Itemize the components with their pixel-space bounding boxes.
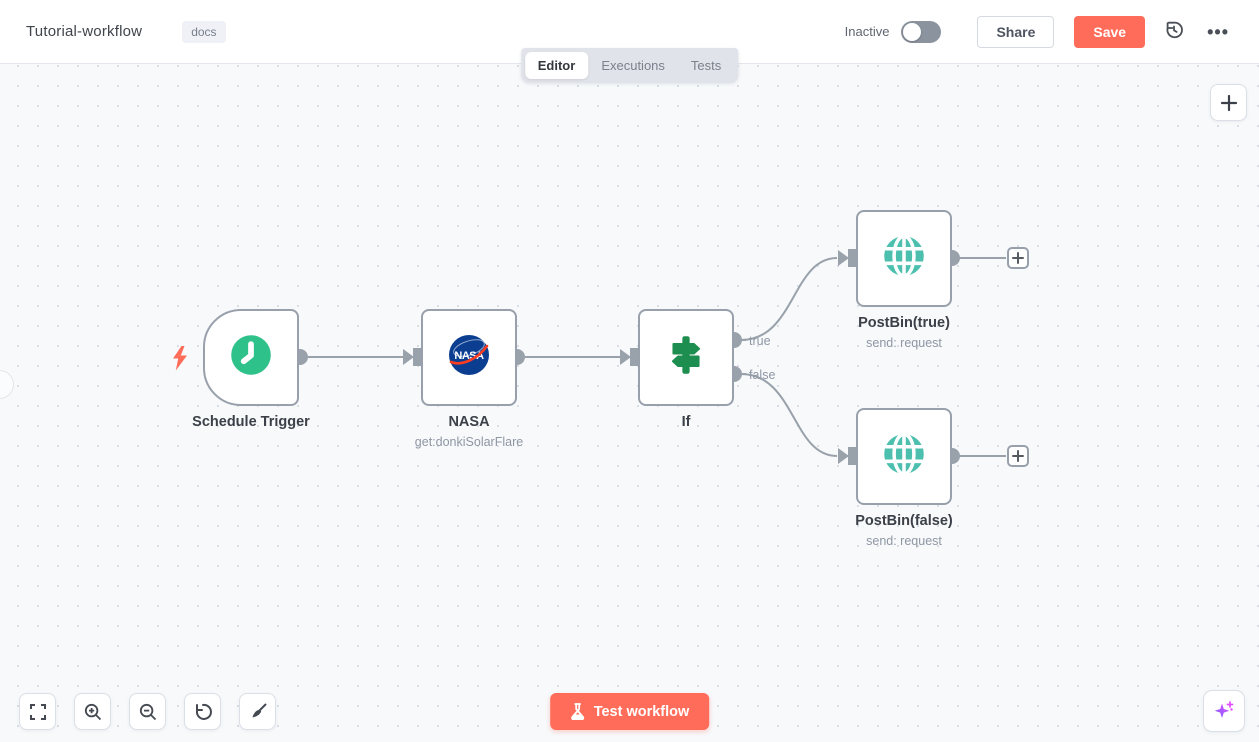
flask-icon: [570, 703, 584, 720]
node-label: Schedule Trigger: [192, 414, 310, 430]
node-if[interactable]: If: [638, 309, 734, 430]
node-subtitle: send: request: [866, 534, 942, 548]
branch-label-false: false: [749, 368, 775, 382]
branch-label-true: true: [749, 334, 771, 348]
globe-icon: [879, 231, 929, 286]
side-panel-toggle[interactable]: [0, 370, 14, 399]
reset-zoom-icon: [195, 703, 212, 720]
input-port-postbinfalse-slab: [848, 447, 856, 465]
input-port-nasa-slab: [413, 348, 421, 366]
save-button[interactable]: Save: [1074, 15, 1146, 48]
tab-executions[interactable]: Executions: [601, 58, 665, 73]
tab-tests[interactable]: Tests: [690, 58, 722, 73]
input-port-postbinfalse: [838, 448, 849, 464]
input-port-postbintrue-slab: [848, 249, 856, 267]
toggle-knob: [903, 22, 922, 41]
activation-toggle[interactable]: [901, 20, 942, 43]
sparkle-icon: [1214, 701, 1234, 718]
workflow-history-button[interactable]: [1159, 15, 1189, 48]
zoom-in-icon: [84, 703, 101, 720]
node-subtitle: get:donkiSolarFlare: [414, 435, 524, 449]
workflow-tag-docs[interactable]: docs: [182, 20, 226, 43]
nasa-logo-icon: NASA: [447, 333, 491, 382]
zoom-to-fit-button[interactable]: [19, 693, 56, 730]
history-icon: [1163, 19, 1185, 44]
more-options-button[interactable]: •••: [1203, 23, 1233, 41]
trigger-bolt-icon: [171, 345, 189, 377]
tidy-up-icon: [252, 703, 266, 717]
ai-assistant-button[interactable]: [1203, 690, 1245, 732]
node-label: PostBin(true): [858, 315, 950, 331]
node-postbin-false[interactable]: PostBin(false) send: request: [855, 408, 953, 548]
node-label: NASA: [448, 414, 490, 430]
test-workflow-button[interactable]: Test workflow: [549, 693, 710, 730]
node-nasa[interactable]: NASA NASA get:donkiSolarFlare: [415, 309, 523, 449]
canvas-toolbar: [19, 693, 276, 730]
node-label: If: [681, 414, 691, 430]
signpost-icon: [661, 330, 711, 385]
tab-editor[interactable]: Editor: [524, 52, 589, 79]
node-schedule-trigger[interactable]: Schedule Trigger: [192, 309, 310, 430]
activation-status-label: Inactive: [844, 24, 890, 39]
zoom-in-button[interactable]: [74, 693, 111, 730]
tidy-up-button[interactable]: [239, 693, 276, 730]
workflow-canvas[interactable]: true false Schedule Trigger NASA NASA: [0, 64, 1259, 742]
reset-zoom-button[interactable]: [184, 693, 221, 730]
view-tabs: Editor Executions Tests: [520, 48, 739, 83]
header-actions: Inactive Share Save •••: [845, 15, 1233, 48]
input-port-if-slab: [630, 348, 638, 366]
input-port-postbintrue: [838, 250, 849, 266]
node-postbin-true[interactable]: PostBin(true) send: request: [856, 210, 952, 350]
clock-icon: [226, 330, 276, 385]
workflow-title[interactable]: Tutorial-workflow: [26, 23, 143, 40]
zoom-out-button[interactable]: [129, 693, 166, 730]
test-workflow-label: Test workflow: [593, 703, 690, 720]
zoom-out-icon: [139, 703, 156, 720]
add-node-button[interactable]: [1210, 84, 1247, 121]
node-subtitle: send: request: [866, 336, 942, 350]
input-port-nasa: [403, 349, 414, 365]
zoom-to-fit-icon: [29, 703, 46, 720]
plus-icon: [1012, 450, 1024, 462]
svg-text:NASA: NASA: [454, 350, 484, 362]
globe-icon: [879, 429, 929, 484]
connections-layer: true false: [292, 249, 1006, 465]
more-options-icon: •••: [1207, 21, 1229, 42]
add-node-after-postbintrue-button[interactable]: [1007, 247, 1029, 269]
share-button[interactable]: Share: [977, 15, 1055, 48]
plus-icon: [1220, 94, 1237, 111]
input-port-if: [620, 349, 631, 365]
add-node-after-postbinfalse-button[interactable]: [1007, 445, 1029, 467]
node-label: PostBin(false): [855, 513, 953, 529]
plus-icon: [1012, 252, 1024, 264]
header: Tutorial-workflow docs Inactive Share Sa…: [0, 0, 1259, 64]
